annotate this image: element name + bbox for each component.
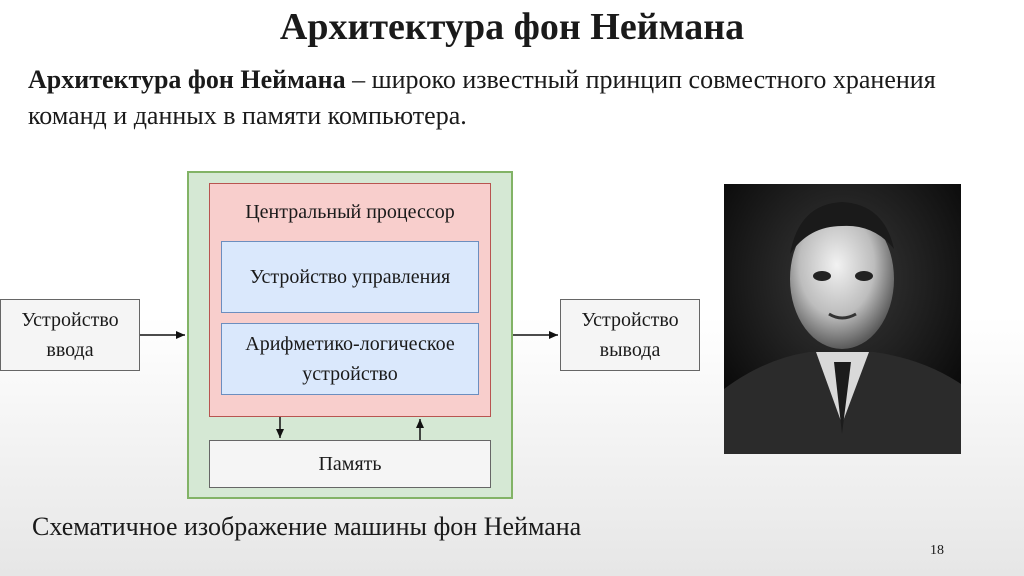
- intro-term: Архитектура фон Неймана: [28, 65, 346, 94]
- portrait-photo: [724, 184, 961, 454]
- alu-box: Арифметико-логическое устройство: [221, 323, 479, 395]
- page-number: 18: [930, 543, 944, 558]
- input-device-box: Устройство ввода: [0, 299, 140, 371]
- cpu-label: Центральный процессор: [245, 201, 455, 223]
- slide-title: Архитектура фон Неймана: [279, 6, 745, 48]
- output-device-box: Устройство вывода: [560, 299, 700, 371]
- intro-text: Архитектура фон Неймана – широко известн…: [28, 62, 988, 134]
- memory-box: Память: [209, 440, 491, 488]
- control-unit-box: Устройство управления: [221, 241, 479, 313]
- intro-definition: – широко известный принцип совместного х…: [28, 65, 936, 130]
- diagram-caption: Схематичное изображение машины фон Нейма…: [32, 512, 582, 541]
